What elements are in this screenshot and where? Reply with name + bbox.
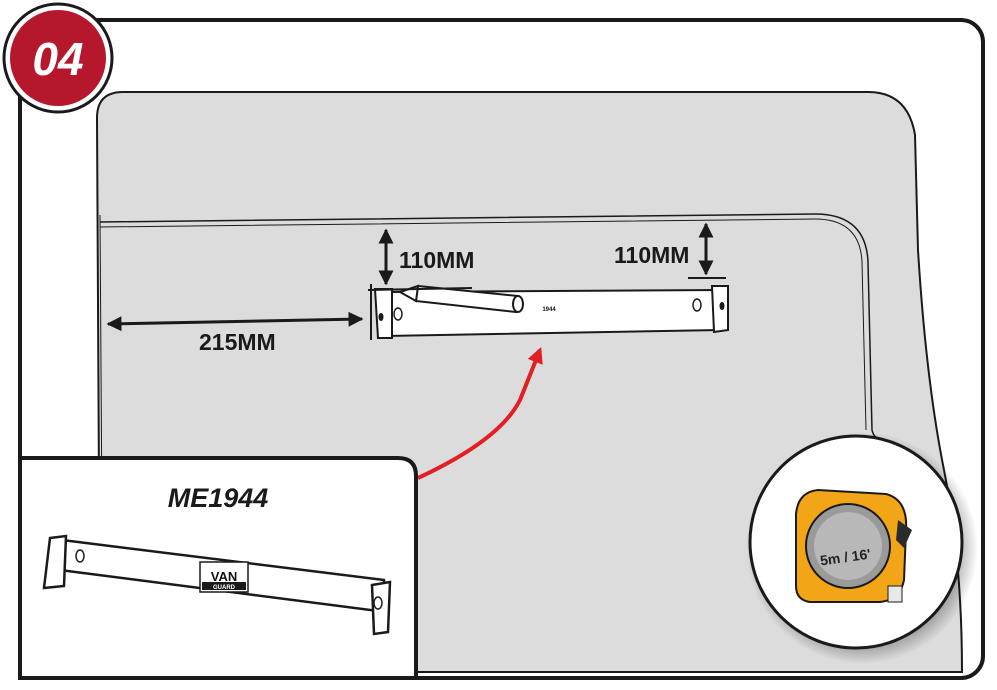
window-outline-inner (99, 218, 867, 431)
tape-measure-label: 5m / 16' (819, 546, 872, 569)
pencil-icon (397, 284, 524, 314)
top-mark-line (367, 287, 473, 291)
dimension-left-label: 215MM (199, 329, 276, 355)
brand-logo-bottom: GUARD (213, 585, 236, 591)
curved-arrow-icon (417, 347, 543, 480)
step-number: 04 (32, 33, 83, 85)
dimension-top-right-label: 110MM (614, 242, 689, 268)
part-number-title: ME1944 (168, 483, 269, 513)
rail-bracket-illustration (42, 534, 392, 636)
measuring-tape-icon (746, 432, 978, 664)
step-badge (2, 2, 114, 114)
rail-label: 1944 (542, 307, 556, 313)
brand-logo-top: VAN (211, 569, 237, 584)
double-arrow-icon (106, 311, 364, 332)
dimension-top-left-label: 110MM (399, 247, 474, 273)
